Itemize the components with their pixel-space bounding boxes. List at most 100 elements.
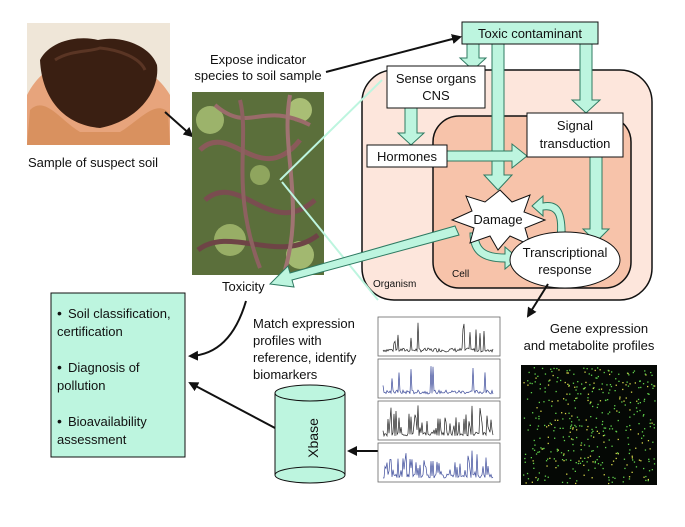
microarray-spot bbox=[654, 385, 656, 387]
microarray-spot bbox=[572, 443, 574, 446]
microarray-spot bbox=[640, 386, 642, 389]
gene-label-line1: Gene expression bbox=[550, 321, 648, 336]
microarray-spot bbox=[623, 476, 625, 478]
microarray-spot bbox=[607, 413, 609, 415]
microarray-spot bbox=[648, 458, 650, 460]
microarray-spots bbox=[523, 367, 656, 485]
microarray-spot bbox=[566, 473, 568, 475]
arrow-expose-to-contaminant bbox=[325, 34, 462, 73]
microarray-spot bbox=[625, 429, 627, 431]
microarray-spot bbox=[604, 427, 607, 429]
match-label-line1: Match expression bbox=[253, 316, 355, 331]
outcome-item: • Diagnosis of pollution bbox=[57, 359, 140, 393]
microarray-spot bbox=[628, 478, 631, 480]
microarray-spot bbox=[535, 417, 537, 419]
microarray-spot bbox=[638, 423, 640, 425]
microarray-spot bbox=[567, 383, 569, 385]
microarray-spot bbox=[567, 450, 570, 452]
microarray-spot bbox=[608, 392, 610, 394]
microarray-spot bbox=[621, 401, 623, 403]
microarray-spot bbox=[524, 457, 526, 460]
microarray-spot bbox=[593, 382, 595, 384]
microarray-spot bbox=[535, 377, 537, 379]
microarray-spot bbox=[567, 403, 569, 405]
microarray-spot bbox=[619, 396, 621, 398]
microarray-spot bbox=[532, 448, 534, 450]
microarray-spot bbox=[553, 430, 555, 432]
microarray-spot bbox=[618, 411, 620, 413]
microarray-spot bbox=[626, 381, 628, 383]
microarray-spot bbox=[587, 393, 590, 395]
microarray-spot bbox=[651, 469, 653, 471]
microarray-spot bbox=[651, 383, 653, 386]
microarray-spot bbox=[564, 381, 566, 384]
microarray-spot bbox=[609, 428, 611, 430]
microarray-spot bbox=[616, 410, 618, 412]
microarray-spot bbox=[539, 383, 541, 385]
outcome-item: • Soil classification, certification bbox=[57, 305, 171, 339]
microarray-spot bbox=[613, 408, 616, 410]
microarray-spot bbox=[583, 387, 585, 390]
microarray-spot bbox=[577, 381, 579, 383]
microarray-spot bbox=[577, 393, 579, 395]
microarray-spot bbox=[523, 382, 525, 384]
microarray-spot bbox=[547, 384, 550, 386]
microarray-spot bbox=[534, 381, 536, 383]
microarray-spot bbox=[593, 436, 595, 438]
microarray-spot bbox=[603, 474, 605, 476]
microarray-spot bbox=[533, 439, 535, 442]
microarray-spot bbox=[587, 456, 589, 459]
microarray-spot bbox=[560, 379, 562, 382]
microarray-spot bbox=[614, 390, 616, 392]
microarray-spot bbox=[596, 377, 598, 379]
microarray-spot bbox=[643, 435, 645, 437]
microarray-spot bbox=[652, 441, 654, 443]
microarray-spot bbox=[540, 447, 542, 449]
microarray-spot bbox=[626, 464, 628, 466]
microarray-spot bbox=[619, 398, 621, 400]
microarray-spot bbox=[527, 478, 530, 480]
microarray-spot bbox=[591, 368, 593, 370]
signal-label-line1: Signal bbox=[557, 118, 593, 133]
microarray-spot bbox=[569, 477, 571, 479]
microarray-spot bbox=[649, 419, 652, 421]
microarray-spot bbox=[612, 460, 615, 462]
microarray-spot bbox=[538, 415, 540, 418]
microarray-spot bbox=[600, 464, 602, 466]
microarray-spot bbox=[590, 416, 592, 418]
microarray-spot bbox=[587, 397, 589, 399]
microarray-spot bbox=[537, 478, 539, 480]
outcome-line1: Soil classification, bbox=[68, 306, 171, 321]
microarray-spot bbox=[627, 385, 630, 387]
microarray-spot bbox=[548, 424, 550, 427]
microarray-spot bbox=[566, 482, 569, 484]
microarray-spot bbox=[557, 377, 559, 379]
microarray-spot bbox=[557, 400, 559, 402]
microarray-spot bbox=[595, 417, 598, 419]
microarray-spot bbox=[594, 467, 596, 469]
microarray-spot bbox=[555, 460, 557, 462]
microarray-spot bbox=[572, 438, 574, 441]
microarray-spot bbox=[544, 475, 547, 477]
microarray-spot bbox=[641, 431, 644, 433]
microarray-spot bbox=[644, 449, 647, 451]
microarray-spot bbox=[557, 465, 559, 467]
microarray-spot bbox=[650, 371, 652, 374]
microarray-spot bbox=[603, 371, 605, 374]
microarray-spot bbox=[543, 401, 545, 403]
damage-burst bbox=[450, 189, 547, 251]
microarray-spot bbox=[639, 380, 641, 382]
microarray-spot bbox=[587, 425, 589, 428]
microarray-spot bbox=[614, 477, 616, 479]
outcome-bullet: • bbox=[57, 413, 62, 429]
microarray-spot bbox=[627, 437, 629, 439]
microarray-spot bbox=[622, 388, 624, 391]
microarray-spot bbox=[589, 384, 591, 386]
expose-label-line2: species to soil sample bbox=[194, 68, 321, 83]
microarray-spot bbox=[609, 384, 612, 386]
microarray-spot bbox=[626, 426, 628, 428]
microarray-spot bbox=[570, 424, 573, 426]
microarray-spot bbox=[600, 388, 603, 390]
microarray-spot bbox=[575, 397, 577, 400]
